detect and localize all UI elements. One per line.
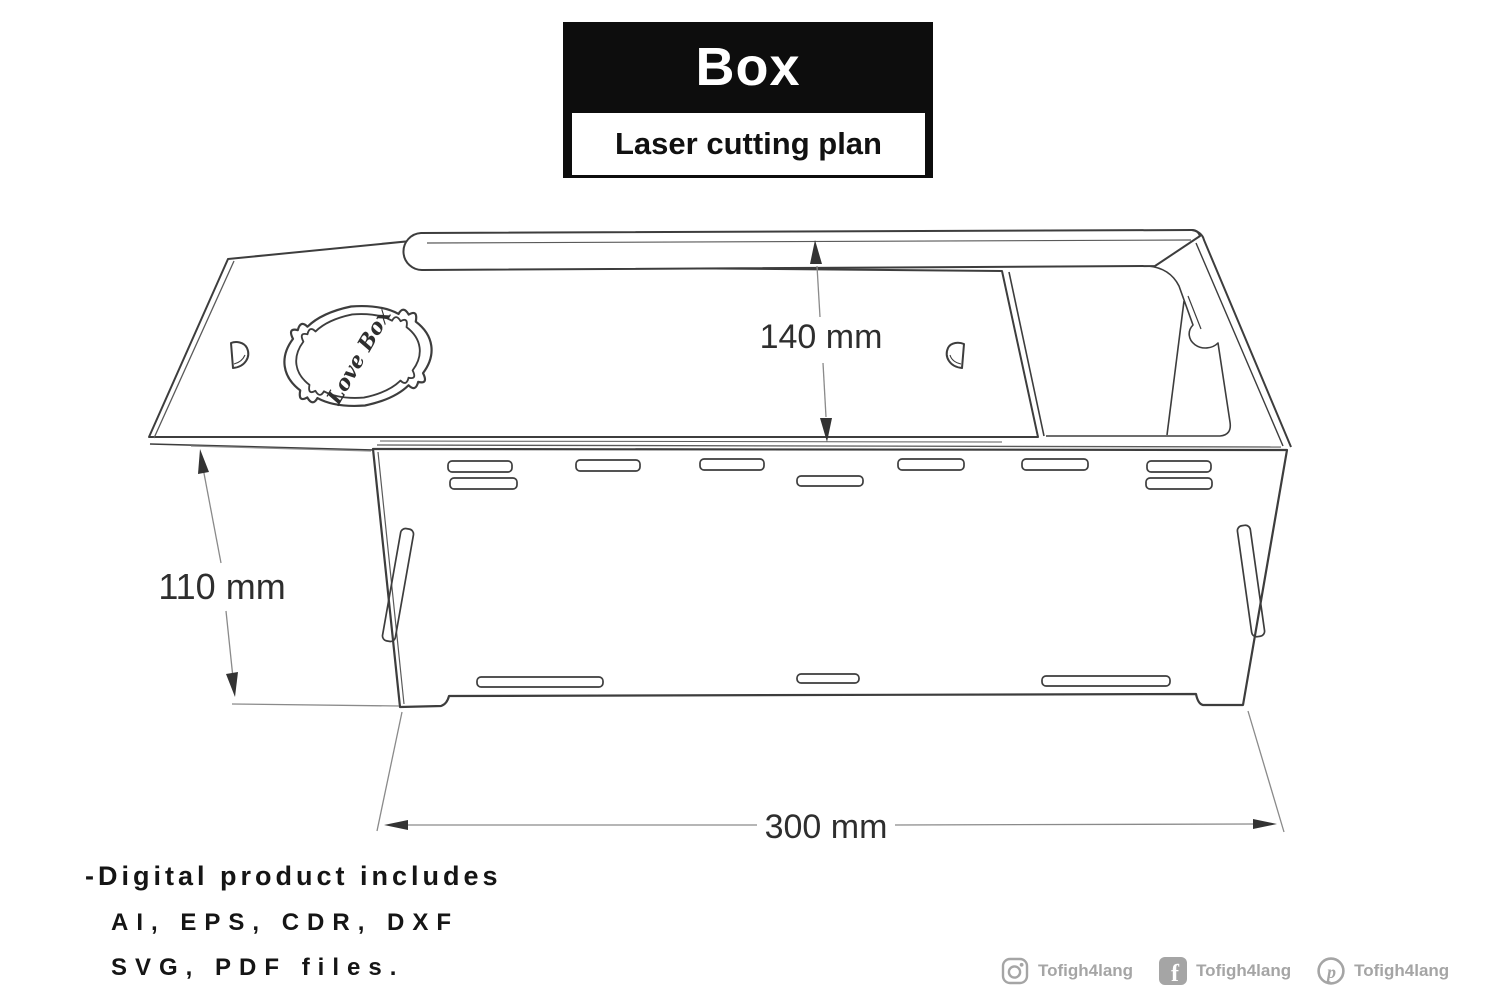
- dimension-label-height: 110 mm: [158, 566, 285, 607]
- box-right-edges: [1191, 229, 1292, 448]
- dimension-arrows: [198, 240, 1277, 830]
- front-panel-slots: [381, 458, 1266, 688]
- dimension-label-length: 300 mm: [765, 808, 888, 846]
- ornament-frame: [283, 305, 433, 407]
- subtitle-box: Laser cutting plan: [572, 113, 925, 175]
- box-back-rail: [402, 229, 1201, 272]
- box-front-panel: [371, 447, 1289, 709]
- social-handle-pinterest: Tofigh4lang: [1354, 961, 1450, 980]
- social-handle-facebook: Tofigh4lang: [1196, 961, 1292, 980]
- dimension-label-lid-width: 140 mm: [760, 318, 883, 356]
- lid-edge-details: [149, 260, 1282, 451]
- svg-text:f: f: [1171, 961, 1180, 985]
- product-info-formats-1: AI, EPS, CDR, DXF: [111, 909, 460, 936]
- social-item-instagram: Tofigh4lang: [1001, 957, 1133, 985]
- product-info-formats-2: SVG, PDF files.: [111, 954, 405, 981]
- social-row: Tofigh4lang f Tofigh4lang p Tofigh4lang: [1001, 957, 1475, 985]
- product-info-heading: -Digital product includes: [85, 861, 502, 891]
- lid-finger-notches: [230, 341, 965, 369]
- title-block: Box Laser cutting plan: [563, 22, 933, 178]
- dimension-labels: 110 mm 140 mm 300 mm: [158, 318, 887, 846]
- social-item-pinterest: p Tofigh4lang: [1317, 957, 1449, 985]
- svg-text:p: p: [1325, 962, 1336, 982]
- box-interior-lines: [1008, 265, 1232, 437]
- product-title: Box: [695, 37, 801, 97]
- facebook-icon: f: [1159, 957, 1188, 985]
- dimension-lines: [190, 265, 1285, 833]
- social-handle-instagram: Tofigh4lang: [1038, 961, 1134, 980]
- pinterest-icon: p: [1317, 957, 1345, 985]
- product-subtitle: Laser cutting plan: [615, 126, 882, 161]
- product-info: -Digital product includes AI, EPS, CDR, …: [85, 861, 502, 982]
- instagram-icon: [1001, 957, 1029, 985]
- social-item-facebook: f Tofigh4lang: [1159, 957, 1291, 985]
